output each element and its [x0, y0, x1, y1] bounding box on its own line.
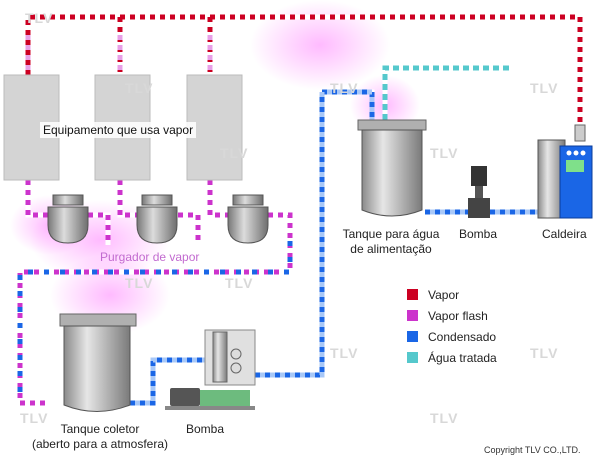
legend-swatch — [407, 331, 418, 342]
pump-top-label: Bomba — [459, 227, 498, 241]
legend-label: Vapor flash — [428, 308, 488, 323]
watermark: TLV — [225, 275, 254, 291]
flash-steam-pipes — [17, 180, 293, 406]
legend-label: Vapor — [428, 287, 460, 302]
watermark: TLV — [125, 275, 154, 291]
watermark: TLV — [25, 10, 54, 26]
watermark: TLV — [530, 345, 559, 361]
boiler-label: Caldeira — [542, 227, 587, 241]
legend-swatch — [407, 310, 418, 321]
collecting-tank-label: Tanque coletor (aberto para a atmosfera) — [15, 422, 185, 452]
pump-bottom-label: Bomba — [186, 422, 225, 436]
collecting-tank — [59, 313, 137, 412]
watermark: TLV — [330, 345, 359, 361]
legend-item-condensate: Condensado — [407, 326, 497, 347]
legend-item-steam: Vapor — [407, 284, 497, 305]
feedwater-tank — [357, 119, 427, 217]
legend-swatch — [407, 289, 418, 300]
watermark: TLV — [220, 145, 249, 161]
steam-equipment — [3, 74, 243, 181]
feedwater-tank-label: Tanque para água de alimentação — [335, 227, 447, 257]
feedwater-tank-label-line1: Tanque para água — [342, 227, 440, 241]
watermark: TLV — [430, 410, 459, 426]
watermark: TLV — [125, 80, 154, 96]
condensate-pump — [165, 329, 256, 410]
copyright: Copyright TLV CO.,LTD. — [484, 445, 581, 455]
legend-item-treated-water: Água tratada — [407, 347, 497, 368]
legend-label: Água tratada — [428, 350, 497, 365]
feedwater-pump — [468, 166, 490, 218]
legend-label: Condensado — [428, 329, 497, 344]
collecting-tank-label-line1: Tanque coletor — [60, 422, 140, 436]
condensate-pipes — [130, 89, 540, 406]
steam-traps — [47, 194, 269, 244]
watermark: TLV — [430, 145, 459, 161]
boiler — [537, 124, 593, 219]
legend-item-flash-steam: Vapor flash — [407, 305, 497, 326]
watermark: TLV — [330, 80, 359, 96]
legend: Vapor Vapor flash Condensado Água tratad… — [407, 284, 497, 368]
collecting-tank-label-line2: (aberto para a atmosfera) — [31, 437, 169, 451]
feedwater-tank-label-line2: de alimentação — [350, 242, 432, 256]
legend-swatch — [407, 352, 418, 363]
equipment-label: Equipamento que usa vapor — [40, 122, 197, 138]
treated-water-pipe — [382, 65, 510, 130]
watermark: TLV — [20, 410, 49, 426]
steam-pipes — [25, 14, 583, 130]
watermark: TLV — [530, 80, 559, 96]
steam-trap-label: Purgador de vapor — [100, 250, 200, 264]
